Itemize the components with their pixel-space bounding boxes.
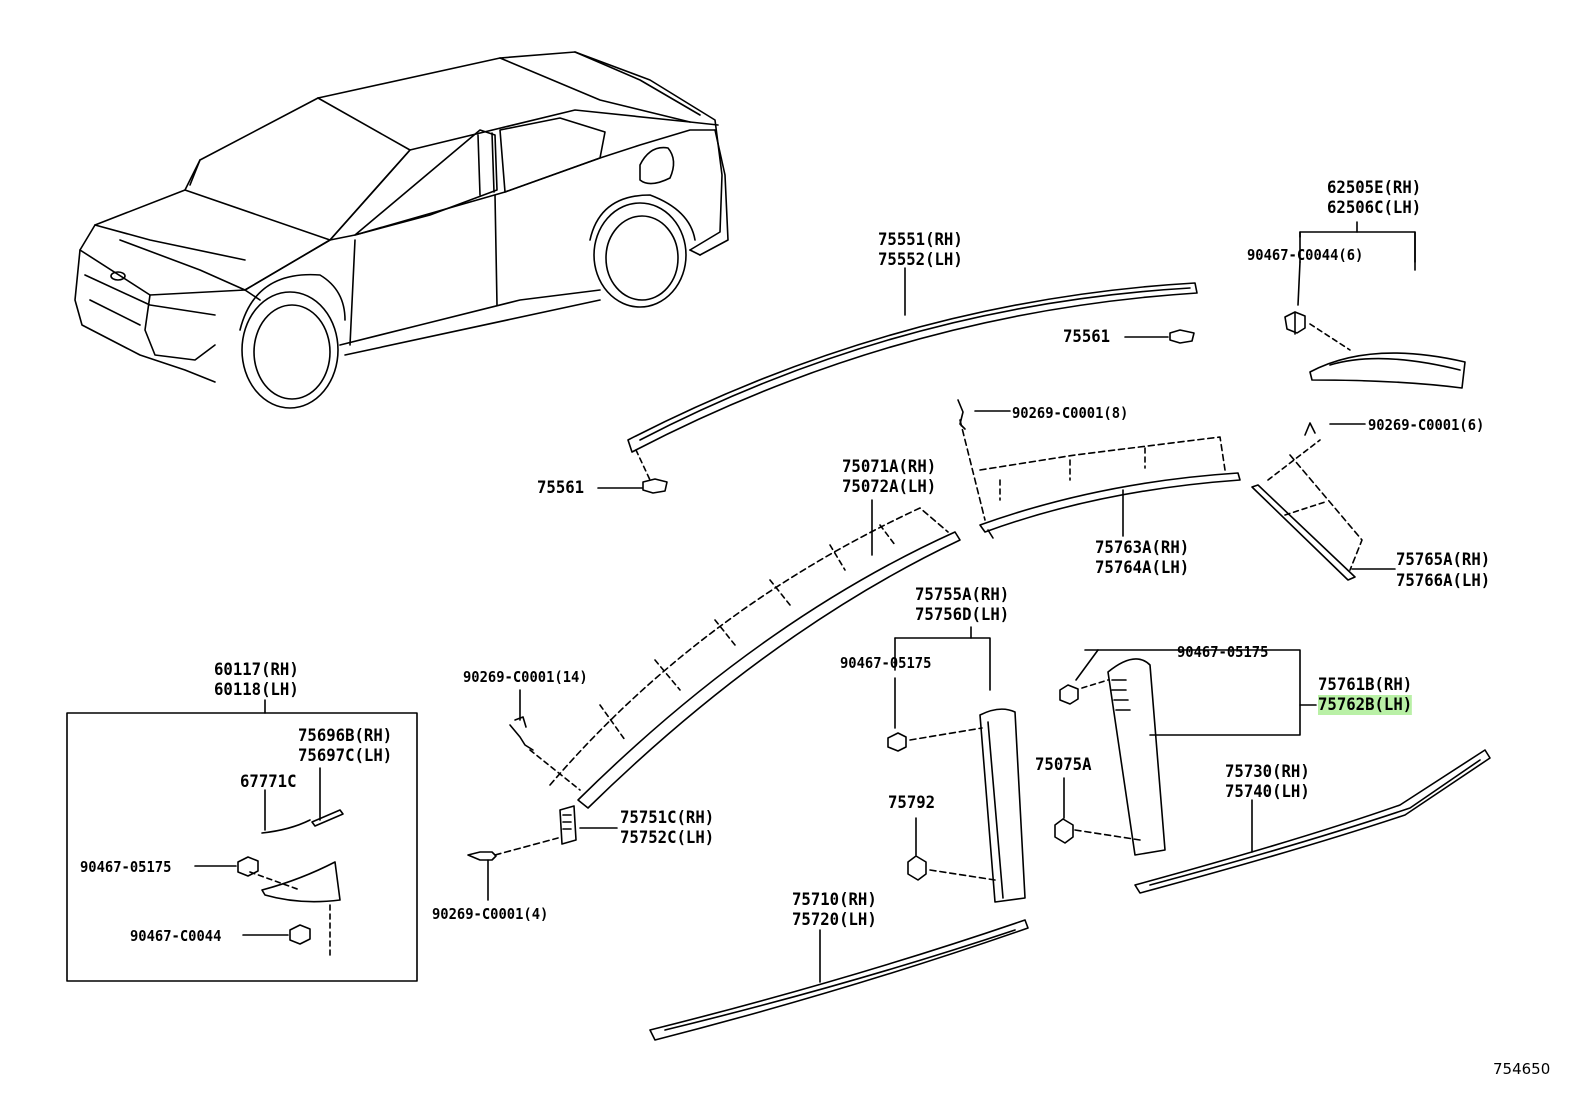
- label-75072A[interactable]: 75072A(LH): [842, 477, 937, 497]
- label-75730[interactable]: 75730(RH): [1225, 762, 1310, 782]
- label-60118[interactable]: 60118(LH): [214, 680, 299, 700]
- label-75561-left[interactable]: 75561: [537, 478, 585, 498]
- label-75552[interactable]: 75552(LH): [878, 250, 963, 270]
- label-75765A[interactable]: 75765A(RH): [1396, 550, 1491, 570]
- figure-number: 754650: [1493, 1060, 1551, 1078]
- fender-inset-box: [66, 699, 418, 982]
- roof-molding: [597, 267, 1198, 494]
- label-75720[interactable]: 75720(LH): [792, 910, 877, 930]
- label-75752C[interactable]: 75752C(LH): [620, 828, 715, 848]
- label-67771C[interactable]: 67771C: [240, 772, 297, 792]
- label-90467-C0044-inset[interactable]: 90467-C0044: [130, 927, 222, 945]
- label-75755A[interactable]: 75755A(RH): [915, 585, 1010, 605]
- label-75696B[interactable]: 75696B(RH): [298, 726, 393, 746]
- label-75756D[interactable]: 75756D(LH): [915, 605, 1010, 625]
- highlighted-part-number: 75762B(LH): [1318, 695, 1413, 715]
- label-75740[interactable]: 75740(LH): [1225, 782, 1310, 802]
- label-75071A[interactable]: 75071A(RH): [842, 457, 937, 477]
- label-90269-C0001-6[interactable]: 90269-C0001(6): [1368, 416, 1485, 434]
- label-75761B[interactable]: 75761B(RH): [1318, 675, 1413, 695]
- label-75075A[interactable]: 75075A: [1035, 755, 1092, 775]
- label-90269-C0001-14[interactable]: 90269-C0001(14): [463, 668, 588, 686]
- vehicle-illustration: [74, 51, 729, 409]
- rear-door-frame-molding: [1251, 422, 1396, 581]
- label-90269-C0001-4[interactable]: 90269-C0001(4): [432, 905, 549, 923]
- label-90269-C0001-8[interactable]: 90269-C0001(8): [1012, 404, 1129, 422]
- quarter-panel-group: [1284, 221, 1466, 389]
- front-door-frame-molding: [467, 499, 961, 901]
- upper-door-molding: [957, 399, 1241, 539]
- label-75551[interactable]: 75551(RH): [878, 230, 963, 250]
- label-60117[interactable]: 60117(RH): [214, 660, 299, 680]
- rear-beltline-molding: [1134, 749, 1491, 894]
- label-75792[interactable]: 75792: [888, 793, 936, 813]
- label-75697C[interactable]: 75697C(LH): [298, 746, 393, 766]
- label-75710[interactable]: 75710(RH): [792, 890, 877, 910]
- label-75762B[interactable]: 75762B(LH): [1318, 695, 1413, 715]
- label-75763A[interactable]: 75763A(RH): [1095, 538, 1190, 558]
- label-62505E[interactable]: 62505E(RH): [1327, 178, 1422, 198]
- label-75561-right[interactable]: 75561: [1063, 327, 1111, 347]
- label-90467-05175-inset[interactable]: 90467-05175: [80, 858, 172, 876]
- front-door-pillar-group: [887, 626, 1026, 903]
- label-75764A[interactable]: 75764A(LH): [1095, 558, 1190, 578]
- rear-door-pillar-group: [1054, 649, 1317, 856]
- label-75766A[interactable]: 75766A(LH): [1396, 571, 1491, 591]
- label-75751C[interactable]: 75751C(RH): [620, 808, 715, 828]
- label-90467-05175-rear[interactable]: 90467-05175: [1177, 643, 1269, 661]
- label-90467-05175-front[interactable]: 90467-05175: [840, 654, 932, 672]
- label-90467-C0044-6[interactable]: 90467-C0044(6): [1247, 246, 1364, 264]
- front-beltline-molding: [649, 919, 1029, 1041]
- label-62506C[interactable]: 62506C(LH): [1327, 198, 1422, 218]
